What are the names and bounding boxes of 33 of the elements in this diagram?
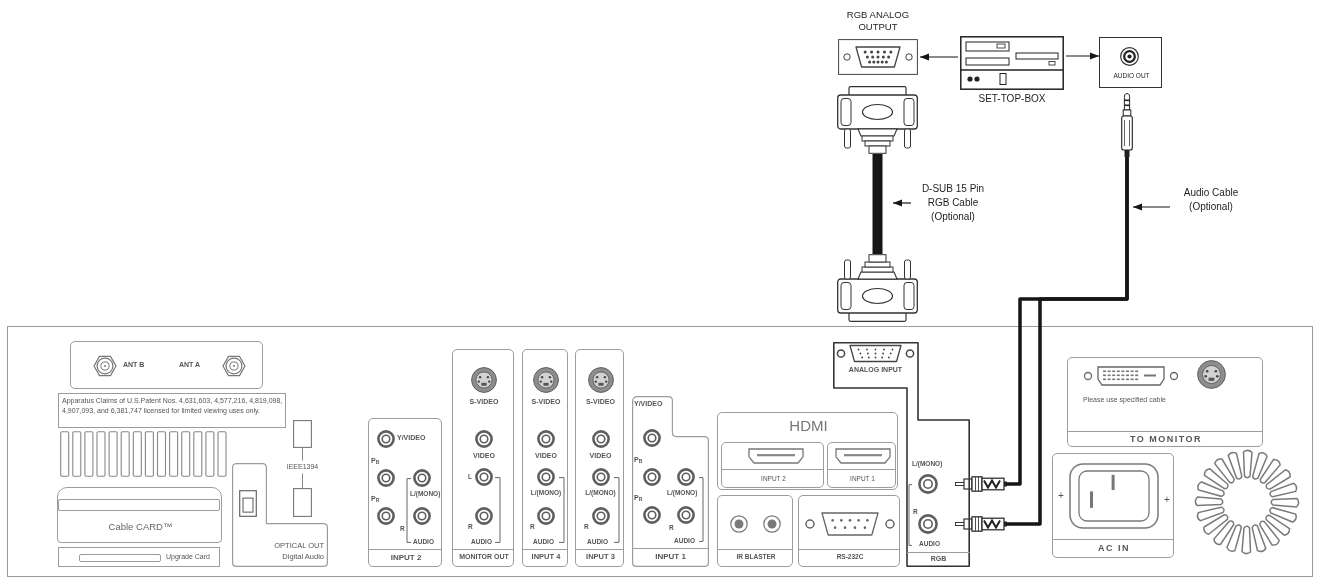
section-title: TO MONITOR [1129,434,1203,445]
port-plate [798,495,900,567]
port-plate [721,442,824,488]
input-panel [522,349,568,567]
input-panel [368,418,442,567]
plus-mark: + [1164,494,1170,506]
input-panel [575,349,624,567]
section-title: INPUT 2 [390,553,422,563]
section-title: HDMI [789,417,828,435]
output-panel [1067,357,1263,447]
card-slot [58,547,220,567]
power-panel [1052,453,1174,558]
card-slot [57,487,222,543]
slot-label: Cable CARD™ [108,522,173,533]
port-plate [717,495,793,567]
plus-mark: + [1058,490,1064,502]
cable-label: D-SUB 15 Pin RGB Cable (Optional) [920,182,986,224]
section-title: AC IN [1098,543,1130,554]
arrow [919,53,959,61]
leader-arrow [1132,203,1171,211]
antenna-panel [70,341,263,389]
cable-label: Audio Cable (Optional) [1182,186,1240,214]
notice-plate [58,393,286,428]
arrow [1065,52,1100,60]
cable [872,154,883,254]
device-label: SET-TOP-BOX [978,93,1046,105]
leader-arrow [892,199,912,207]
output-panel [452,349,514,567]
hdmi-panel [717,412,898,490]
port-plate [1099,37,1162,88]
section-title: INPUT 1 [655,552,686,562]
port-plate [827,442,896,488]
port-label: RGB ANALOG OUTPUT [845,9,911,33]
